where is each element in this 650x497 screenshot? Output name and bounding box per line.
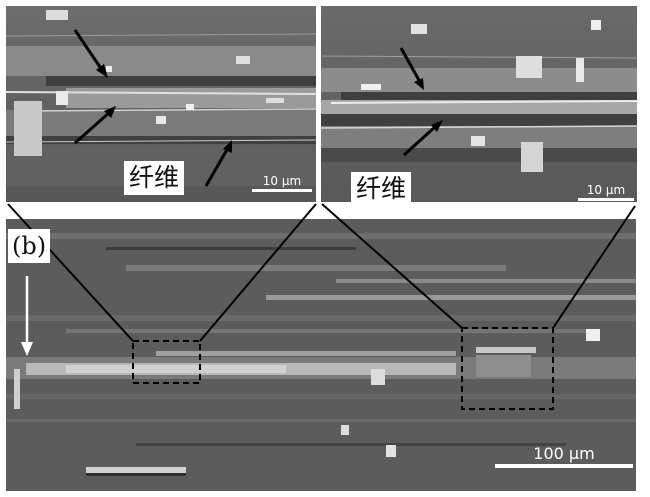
scale-bar-left-line xyxy=(252,189,312,192)
panel-label: (b) xyxy=(8,229,51,263)
fiber-label-left: 纤维 xyxy=(124,161,185,195)
scale-bar-right-line xyxy=(578,198,634,201)
inset-left-micrograph xyxy=(6,6,316,202)
scale-bar-left-text: 10 μm xyxy=(262,174,302,188)
scale-bar-main-line xyxy=(495,464,633,468)
scale-bar-right-text: 10 μm xyxy=(586,183,626,197)
fiber-label-right: 纤维 xyxy=(351,172,412,206)
scale-bar-right: 10 μm xyxy=(578,183,634,201)
inset-right-micrograph xyxy=(321,6,637,202)
scale-bar-main-text: 100 μm xyxy=(533,444,595,463)
scale-bar-left: 10 μm xyxy=(252,174,312,192)
scale-bar-main: 100 μm xyxy=(495,444,633,468)
